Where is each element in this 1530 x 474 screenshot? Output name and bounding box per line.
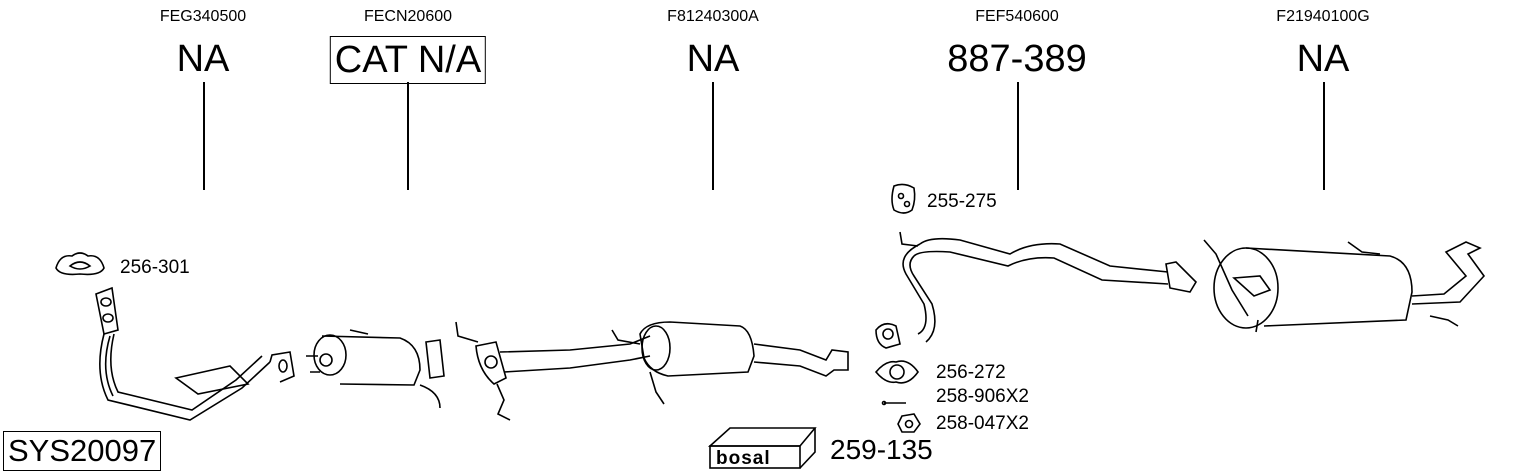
oe-code-1: FEG340500: [159, 8, 247, 25]
front-pipe: [95, 286, 295, 421]
bolt-icon: [881, 400, 906, 406]
oe-code-2: FECN20600: [363, 8, 453, 25]
part-number-3[interactable]: NA: [686, 38, 740, 80]
accessory-bolt-258-906[interactable]: 258-906X2: [936, 386, 1029, 407]
oe-code-4: FEF540600: [975, 8, 1059, 25]
intermediate-pipe: [875, 231, 1198, 349]
part-number-4[interactable]: 887-389: [947, 38, 1087, 80]
svg-text:bosal: bosal: [716, 448, 771, 469]
kit-number[interactable]: 259-135: [830, 434, 933, 465]
part-number-2[interactable]: CAT N/A: [329, 36, 487, 84]
leader-line: [203, 82, 205, 190]
bosal-logo: bosal: [707, 427, 817, 469]
nut-icon: [897, 413, 921, 433]
gasket-2-hole-icon: [874, 360, 919, 384]
rear-silencer: [1203, 239, 1486, 333]
oe-code-5: F21940100G: [1276, 8, 1370, 25]
oe-code-3: F81240300A: [667, 8, 759, 25]
leader-line: [407, 82, 409, 190]
accessory-nut-258-047[interactable]: 258-047X2: [936, 413, 1029, 434]
accessory-gasket-256-301[interactable]: 256-301: [120, 257, 190, 278]
part-number-1[interactable]: NA: [176, 38, 230, 80]
accessory-hanger-255-275[interactable]: 255-275: [927, 191, 997, 212]
rubber-hanger-icon: [891, 183, 916, 214]
catalytic-converter: [222, 0, 445, 408]
leader-line: [1323, 82, 1325, 190]
accessory-gasket-256-272[interactable]: 256-272: [936, 362, 1006, 383]
system-id: SYS20097: [3, 431, 162, 471]
middle-pipe-with-silencer: [455, 321, 849, 421]
leader-line: [712, 82, 714, 190]
part-number-5[interactable]: NA: [1296, 38, 1350, 80]
gasket-3-hole-icon: [55, 252, 105, 276]
leader-line: [1017, 82, 1019, 190]
